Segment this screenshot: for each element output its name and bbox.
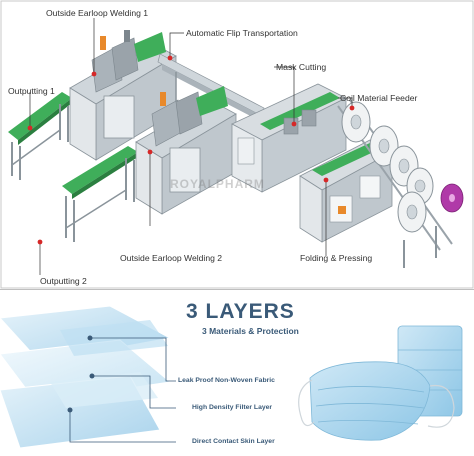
marker-welding-1	[91, 71, 97, 77]
marker-coil-feeder	[349, 105, 355, 111]
outputting-1-conveyor	[8, 92, 72, 180]
label-automatic-flip-transportation: Automatic Flip Transportation	[186, 28, 298, 38]
layers-illustration	[0, 305, 463, 449]
marker-welding-2	[147, 149, 153, 155]
watermark: ROYALPHARM	[170, 177, 265, 191]
marker-mask-cutting	[291, 121, 297, 127]
layer-label-middle: High Density Filter Layer	[192, 404, 273, 411]
coil-material-feeder	[337, 99, 464, 268]
label-mask-cutting: Mask Cutting	[276, 62, 327, 72]
layer-label-outer: Leak Proof Non-Woven Fabric	[178, 377, 275, 384]
marker-folding-pressing	[323, 177, 329, 183]
layer-leader-lines	[69, 337, 176, 443]
label-coil-material-feeder: Coil Material Feeder	[340, 93, 418, 103]
fabric-layers-graphic	[0, 305, 172, 449]
welding-2-machine	[135, 86, 237, 215]
marker-flip-transport	[167, 55, 173, 61]
panel-divider	[0, 289, 474, 290]
layers-subtitle: 3 Materials & Protection	[202, 326, 299, 336]
label-folding-pressing: Folding & Pressing	[300, 253, 373, 263]
label-outputting-2: Outputting 2	[40, 276, 87, 286]
machine-diagram-panel: ROYALPHARM Outside Earloop Welding 1 Aut…	[0, 0, 474, 289]
outputting-2-conveyor	[62, 146, 138, 242]
label-outputting-1: Outputting 1	[8, 86, 55, 96]
layers-title: 3 LAYERS	[186, 300, 295, 323]
marker-outputting-2	[37, 239, 43, 245]
layers-panel: 3 LAYERS 3 Materials & Protection Leak P…	[0, 290, 474, 456]
marker-outputting-1	[27, 125, 33, 131]
surgical-mask-graphic	[298, 325, 463, 441]
label-outside-earloop-welding-1: Outside Earloop Welding 1	[46, 8, 149, 18]
cutting-folding-section	[231, 83, 393, 243]
callout-markers	[27, 55, 355, 245]
label-outside-earloop-welding-2: Outside Earloop Welding 2	[120, 253, 223, 263]
callout-leader-lines	[29, 18, 353, 275]
welding-1-machine	[69, 30, 177, 161]
machine-illustration	[0, 0, 474, 289]
layer-label-inner: Direct Contact Skin Layer	[192, 438, 275, 445]
